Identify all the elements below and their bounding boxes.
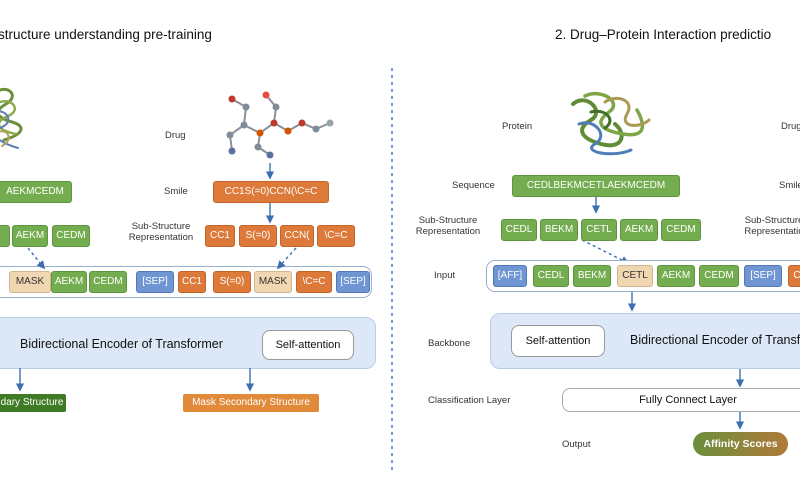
- output-label: Output: [562, 439, 591, 450]
- protein-subtoken-partial: [0, 225, 10, 247]
- drug-label: Drug: [165, 130, 186, 141]
- backbone-label: Backbone: [428, 338, 471, 349]
- protein-subtoken: AEKM: [12, 225, 48, 247]
- input-token-protein: CEDM: [699, 265, 739, 287]
- right-substructure-label: Sub-Structure Representatio: [736, 215, 800, 237]
- arrow: [27, 247, 46, 270]
- drug-subtoken: \C=C: [317, 225, 355, 247]
- substructure-label-line: Representation: [415, 226, 481, 237]
- input-token-drug: \C=C: [296, 271, 332, 293]
- sequence-label: Sequence: [452, 180, 495, 191]
- substructure-label-line: Sub-Structure: [131, 221, 191, 232]
- affinity-scores-output: Affinity Scores: [693, 432, 788, 456]
- protein-sequence-token: CEDLBEKMCETLAEKMCEDM: [512, 175, 680, 197]
- protein-structure-image: [0, 87, 23, 149]
- input-token-mask: MASK: [9, 271, 51, 293]
- input-token-protein: BEKM: [573, 265, 611, 287]
- input-token-aff: [AFF]: [493, 265, 527, 287]
- substructure-label-line: Representatio: [744, 226, 800, 237]
- protein-subtoken: CETL: [581, 219, 617, 241]
- right-smile-label: Smile: [779, 180, 800, 191]
- input-token-mask: MASK: [254, 271, 292, 293]
- smile-label: Smile: [164, 186, 188, 197]
- input-token-sep: [SEP]: [136, 271, 174, 293]
- input-token-drug: C: [788, 265, 800, 287]
- input-token-sep: [SEP]: [744, 265, 782, 287]
- protein-subtoken: CEDM: [52, 225, 90, 247]
- fully-connected-layer: Fully Connect Layer: [562, 388, 800, 412]
- substructure-label-line: Sub-Structure: [744, 215, 800, 226]
- substructure-label-line: Representation: [128, 232, 194, 243]
- protein-subtoken: AEKM: [620, 219, 658, 241]
- input-token-drug: S(=0): [213, 271, 251, 293]
- right-drug-label: Drug: [781, 121, 800, 132]
- input-token-drug: CC1: [178, 271, 206, 293]
- left-encoder-text: Bidirectional Encoder of Transformer: [20, 337, 223, 351]
- substructure-label-line: Sub-Structure: [418, 215, 478, 226]
- classification-label: Classification Layer: [428, 395, 511, 406]
- left-output-mask: Mask Secondary Structure: [183, 394, 319, 412]
- right-panel-title: 2. Drug–Protein Interaction predictio: [555, 27, 772, 42]
- drug-subtoken: CC1: [205, 225, 235, 247]
- input-token-protein: CEDM: [89, 271, 127, 293]
- input-token-sep: [SEP]: [336, 271, 370, 293]
- drug-subtoken: CCN(: [280, 225, 314, 247]
- protein-label: Protein: [502, 121, 533, 132]
- substructure-label: Sub-Structure Representation: [410, 215, 486, 237]
- drug-subtoken: S(=0): [239, 225, 277, 247]
- protein-structure-image: [571, 91, 651, 156]
- right-encoder-text: Bidirectional Encoder of Transformer: [630, 333, 800, 347]
- arrow: [276, 247, 297, 270]
- left-output-partial: dary Structure: [0, 394, 66, 412]
- input-token-mask: CETL: [617, 265, 653, 287]
- input-label: Input: [434, 270, 456, 281]
- protein-subtoken: BEKM: [540, 219, 578, 241]
- left-panel-title: structure understanding pre-training: [0, 27, 212, 42]
- substructure-label: Sub-Structure Representation: [120, 221, 202, 243]
- input-token-protein: AEKM: [657, 265, 695, 287]
- drug-molecule-image: [226, 91, 334, 159]
- protein-subtoken: CEDL: [501, 219, 537, 241]
- protein-subtoken: CEDM: [661, 219, 701, 241]
- drug-smile-token: CC1S(=0)CCN(\C=C: [213, 181, 329, 203]
- left-self-attention: Self-attention: [262, 330, 354, 360]
- arrow: [581, 239, 630, 264]
- protein-sequence-token: AEKMCEDM: [0, 181, 72, 203]
- input-token-protein: CEDL: [533, 265, 569, 287]
- right-self-attention: Self-attention: [511, 325, 605, 357]
- input-token-protein: AEKM: [51, 271, 87, 293]
